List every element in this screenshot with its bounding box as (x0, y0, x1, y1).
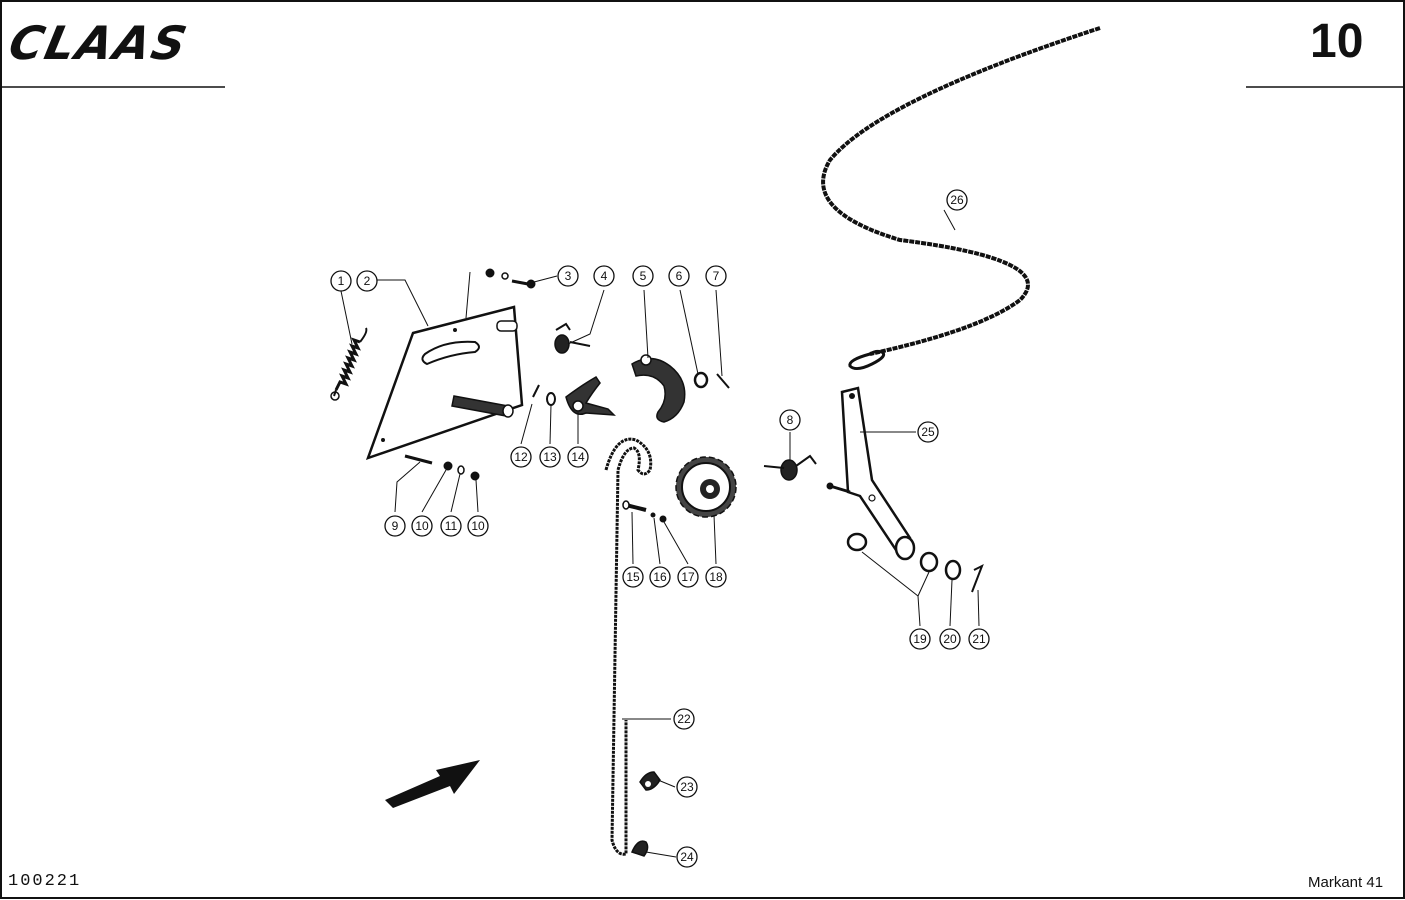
callout-5: 5 (632, 265, 654, 287)
part-pin-set (622, 500, 667, 523)
part-split-pin-7 (716, 373, 730, 389)
svg-text:4: 4 (601, 269, 608, 283)
part-chain-link-24 (630, 840, 649, 857)
svg-text:10: 10 (415, 519, 429, 533)
callout-23: 23 (676, 776, 698, 798)
callout-22: 22 (673, 708, 695, 730)
callout-17: 17 (677, 566, 699, 588)
svg-text:16: 16 (653, 570, 667, 584)
callout-19: 19 (909, 628, 931, 650)
svg-text:20: 20 (943, 632, 957, 646)
callout-20: 20 (939, 628, 961, 650)
callout-12: 12 (510, 446, 532, 468)
part-chain-22 (604, 437, 653, 856)
callout-15: 15 (622, 566, 644, 588)
direction-arrow (385, 760, 480, 808)
page-number: 10 (1310, 15, 1364, 68)
svg-text:26: 26 (950, 193, 964, 207)
callout-24: 24 (676, 846, 698, 868)
callout-10b: 10 (467, 515, 489, 537)
svg-text:14: 14 (571, 450, 585, 464)
svg-text:7: 7 (713, 269, 720, 283)
part-spring (330, 327, 368, 401)
machine-model: Markant 41 (1308, 874, 1384, 891)
callout-2: 2 (356, 270, 378, 292)
part-cable-26 (821, 26, 1101, 371)
svg-text:13: 13 (543, 450, 557, 464)
svg-text:17: 17 (681, 570, 695, 584)
svg-text:8: 8 (787, 413, 794, 427)
callout-21: 21 (968, 628, 990, 650)
svg-text:5: 5 (640, 269, 647, 283)
svg-text:24: 24 (680, 850, 694, 864)
callout-14: 14 (567, 446, 589, 468)
callout-3: 3 (557, 265, 579, 287)
callout-9: 9 (384, 515, 406, 537)
drawing-number: 100221 (8, 872, 82, 891)
part-mounting-plate (365, 305, 524, 461)
svg-text:9: 9 (392, 519, 399, 533)
svg-text:25: 25 (921, 425, 935, 439)
callout-26: 26 (946, 189, 968, 211)
svg-text:15: 15 (626, 570, 640, 584)
part-curved-arm-5 (631, 354, 686, 423)
svg-text:22: 22 (677, 712, 691, 726)
leader-lines (340, 209, 980, 858)
svg-text:1: 1 (338, 274, 345, 288)
part-bolt-set (404, 454, 480, 481)
callout-11: 11 (440, 515, 462, 537)
part-washer-6 (693, 371, 709, 389)
callout-13: 13 (539, 446, 561, 468)
part-washer-13 (546, 392, 556, 406)
callout-25: 25 (917, 421, 939, 443)
part-washer-20 (944, 559, 962, 581)
callout-6: 6 (668, 265, 690, 287)
part-lever-14 (565, 376, 616, 416)
svg-text:23: 23 (680, 780, 694, 794)
part-bushings-19 (846, 532, 939, 573)
svg-text:6: 6 (676, 269, 683, 283)
svg-text:18: 18 (709, 570, 723, 584)
svg-text:11: 11 (445, 519, 458, 533)
part-clip-23 (639, 771, 661, 791)
part-torsion-spring-4 (554, 322, 591, 354)
callout-18: 18 (705, 566, 727, 588)
part-bolt-3 (485, 268, 536, 289)
part-torsion-spring-8 (763, 454, 817, 481)
callout-16: 16 (649, 566, 671, 588)
callout-7: 7 (705, 265, 727, 287)
callout-8: 8 (779, 409, 801, 431)
callout-1: 1 (330, 270, 352, 292)
svg-text:21: 21 (972, 632, 986, 646)
part-split-pin-21 (971, 563, 984, 593)
part-long-lever-25 (826, 386, 916, 561)
callout-4: 4 (593, 265, 615, 287)
part-sprocket-18 (675, 456, 737, 518)
svg-text:12: 12 (514, 450, 528, 464)
svg-text:10: 10 (471, 519, 485, 533)
part-cotter-12 (532, 384, 540, 398)
svg-text:19: 19 (913, 632, 927, 646)
svg-text:2: 2 (364, 274, 371, 288)
svg-text:3: 3 (565, 269, 572, 283)
callout-10a: 10 (411, 515, 433, 537)
